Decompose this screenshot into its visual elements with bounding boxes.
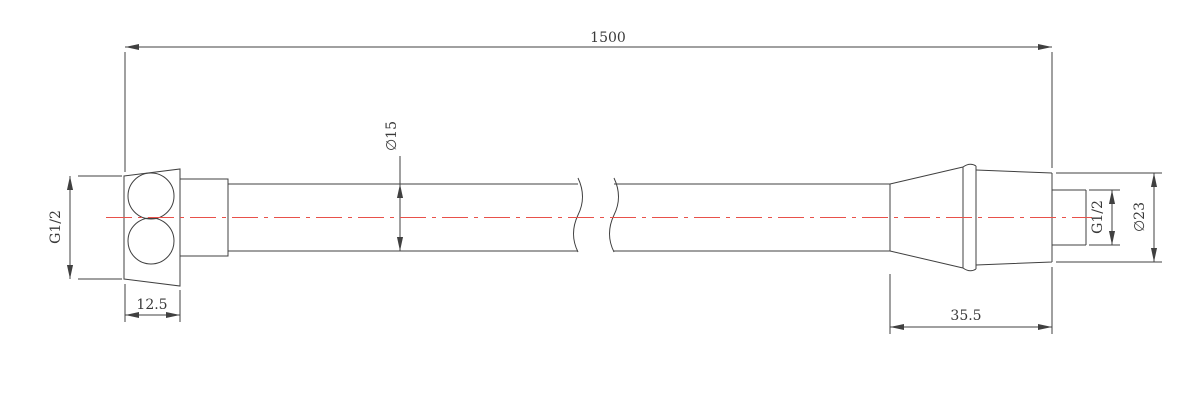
dimension-right-fitting-length [889, 267, 1053, 334]
dimension-left-fitting-length [124, 284, 181, 322]
right-thread-label: G1/2 [1090, 200, 1106, 234]
right-ridge-caps [962, 163, 977, 272]
left-nut-circle-top [127, 172, 175, 220]
outer-diameter-extension-lines [1056, 172, 1162, 263]
left-nut-outline [123, 168, 181, 287]
overall-length-value: 1500 [590, 30, 626, 46]
dimension-right-thread [1089, 189, 1120, 246]
overall-length-extension-lines [124, 52, 1053, 172]
dimension-overall-length [124, 43, 1053, 172]
dimension-left-thread [66, 175, 122, 280]
left-fitting-length-value: 12.5 [136, 297, 167, 313]
break-line-left [573, 177, 583, 253]
dimension-outer-diameter [1056, 172, 1162, 263]
left-thread-label: G1/2 [48, 210, 64, 244]
break-line-right [609, 177, 619, 253]
drawing-linework [66, 43, 1162, 334]
outer-diameter-label: ∅23 [1132, 202, 1148, 232]
right-cone [889, 166, 964, 269]
right-fitting-length-value: 35.5 [950, 308, 981, 324]
left-thread-extension-lines [78, 175, 122, 280]
hose-diameter-label: ∅15 [384, 121, 400, 151]
